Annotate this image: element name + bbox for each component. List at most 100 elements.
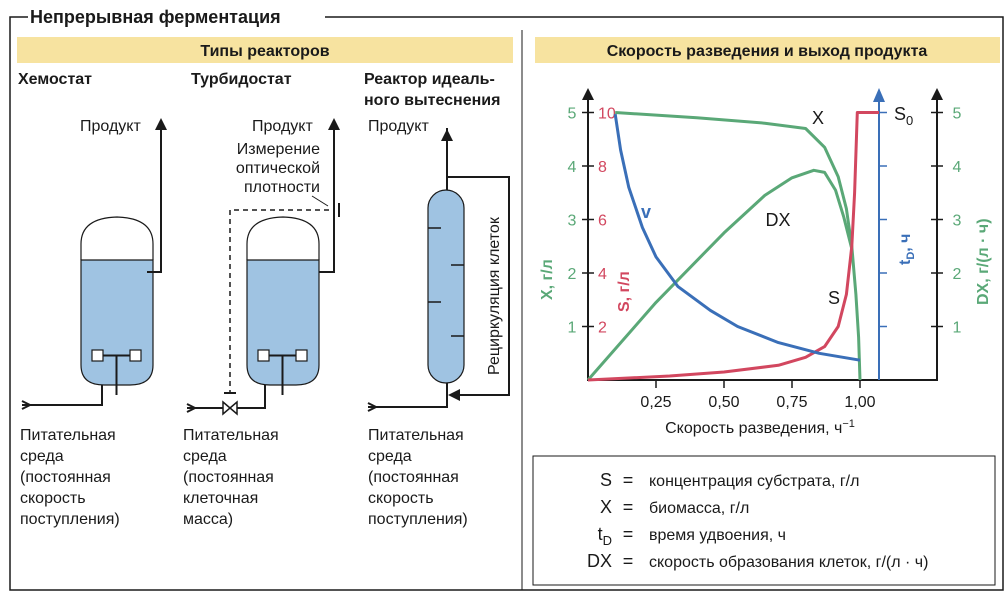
feed-label-line: (постоянная <box>183 469 274 486</box>
s-axis-label: S, г/л <box>616 271 633 312</box>
dx-axis-tick-label: 1 <box>953 320 962 337</box>
td-axis-label-sub: D <box>905 252 917 260</box>
legend-description: концентрация субстрата, г/л <box>649 473 859 490</box>
s-axis-tick-label: 6 <box>598 213 607 230</box>
feed-label-line: Питательная <box>368 427 464 444</box>
turbidostat-headspace <box>246 216 320 260</box>
chemostat-product-label: Продукт <box>80 118 141 135</box>
legend-equals: = <box>623 551 634 571</box>
legend-symbol-sub: D <box>603 533 612 548</box>
legend-description: биомасса, г/л <box>649 500 749 517</box>
chemostat-diagram: Продукт <box>21 118 167 410</box>
feed-inlet-icon <box>186 403 198 413</box>
legend-symbol-main: X <box>600 497 612 517</box>
series-line-s <box>587 111 879 382</box>
cell-recirculation-label: Рециркуляция клеток <box>486 216 503 375</box>
chemostat-title: Хемостат <box>18 71 92 88</box>
figure-title: Непрерывная ферментация <box>30 7 281 27</box>
dx-axis-tick-label: 3 <box>953 213 962 230</box>
s0-label: S0 <box>894 104 913 128</box>
x-tick-label: 0,25 <box>640 394 671 411</box>
td-axis-label-main: t <box>897 259 914 265</box>
feed-label-line: клеточная <box>183 490 258 507</box>
legend-symbol: tD <box>598 524 612 548</box>
chart-header-band <box>535 37 1000 63</box>
s-axis-tick-label: 4 <box>598 266 607 283</box>
legend-symbol: S <box>600 470 612 490</box>
feed-inlet-icon <box>367 402 379 412</box>
series-label-dx: DX <box>765 210 790 230</box>
feed-label-line: (постоянная <box>20 469 111 486</box>
feed-label-line: скорость <box>20 490 86 507</box>
arrow-left-icon <box>448 389 460 401</box>
s-axis-tick-label: 10 <box>598 106 616 123</box>
legend-equals: = <box>623 524 634 544</box>
stirrer-blade <box>129 349 142 362</box>
feed-label-line: поступления) <box>368 511 468 528</box>
feed-label-line: среда <box>368 448 412 465</box>
feed-label-line: среда <box>20 448 64 465</box>
plug-flow-product-label: Продукт <box>368 118 429 135</box>
feed-line <box>368 383 448 408</box>
baffles <box>428 227 464 337</box>
s0-label-main: S <box>894 104 906 124</box>
product-line <box>319 128 335 273</box>
reactor-types-header-band <box>17 37 513 63</box>
plug-flow-diagram: Продукт Рециркуляция клеток <box>367 118 510 412</box>
x-axis-title-sup: −1 <box>842 418 855 430</box>
feed-label-line: Питательная <box>20 427 116 444</box>
series-label-s: S <box>828 288 840 308</box>
od-measure-line2: оптической <box>236 160 320 177</box>
dx-axis-tick-label: 4 <box>953 159 962 176</box>
arrow-up-icon <box>441 129 453 141</box>
x-axis-label: X, г/л <box>539 259 556 300</box>
legend: S = концентрация субстрата, г/лX = биомасса,… <box>587 470 928 571</box>
arrow-up-icon <box>582 88 594 100</box>
series-label-v: v <box>641 202 651 222</box>
arrow-up-icon <box>155 118 167 130</box>
x-axis-tick-label: 4 <box>568 159 577 176</box>
legend-equals: = <box>623 470 634 490</box>
plug-flow-title-line1: Реактор идеаль- <box>364 71 495 88</box>
stirrer-icon <box>103 354 130 395</box>
recirculation-line <box>447 176 510 396</box>
legend-box <box>532 455 996 586</box>
plug-flow-title-line2: ного вытеснения <box>364 92 500 109</box>
series-line-dx <box>586 168 854 381</box>
legend-description: время удвоения, ч <box>649 527 786 544</box>
s0-label-sub: 0 <box>906 113 913 128</box>
turbidostat-product-label: Продукт <box>252 118 313 135</box>
reactor-types-header: Типы реакторов <box>200 43 329 60</box>
x-axis-tick-label: 1 <box>568 320 577 337</box>
dx-axis-label: DX, г/(л · ч) <box>975 218 992 305</box>
x-tick-label: 1,00 <box>844 394 875 411</box>
arrow-up-icon <box>931 88 943 100</box>
stirrer-blade <box>295 349 308 362</box>
chemostat-headspace <box>80 216 154 260</box>
series-line-v <box>613 113 861 362</box>
od-measure-line3: плотности <box>244 179 320 196</box>
series-line-x <box>615 111 862 381</box>
series-label-x: X <box>812 108 824 128</box>
plug-flow-column <box>427 189 465 384</box>
legend-symbol: DX <box>587 551 612 571</box>
outer-frame <box>9 16 1004 591</box>
od-measure-line1: Измерение <box>237 141 320 158</box>
legend-symbol-main: t <box>598 524 603 544</box>
s-axis-tick-label: 2 <box>598 320 607 337</box>
dx-axis-tick-label: 2 <box>953 266 962 283</box>
td-axis-label: tD, ч <box>897 234 917 265</box>
legend-description: скорость образования клеток, г/(л · ч) <box>649 554 928 571</box>
feed-line <box>22 385 103 406</box>
x-tick-label: 0,75 <box>776 394 807 411</box>
legend-symbol-main: S <box>600 470 612 490</box>
product-line <box>147 128 162 273</box>
chart-header: Скорость разведения и выход продукта <box>607 43 928 60</box>
od-leader-line <box>311 195 329 207</box>
feed-label-line: (постоянная <box>368 469 459 486</box>
valve-icon <box>222 400 238 416</box>
legend-equals: = <box>623 497 634 517</box>
x-tick-label: 0,50 <box>708 394 739 411</box>
x-axis-title-text: Скорость разведения, ч <box>665 420 842 437</box>
